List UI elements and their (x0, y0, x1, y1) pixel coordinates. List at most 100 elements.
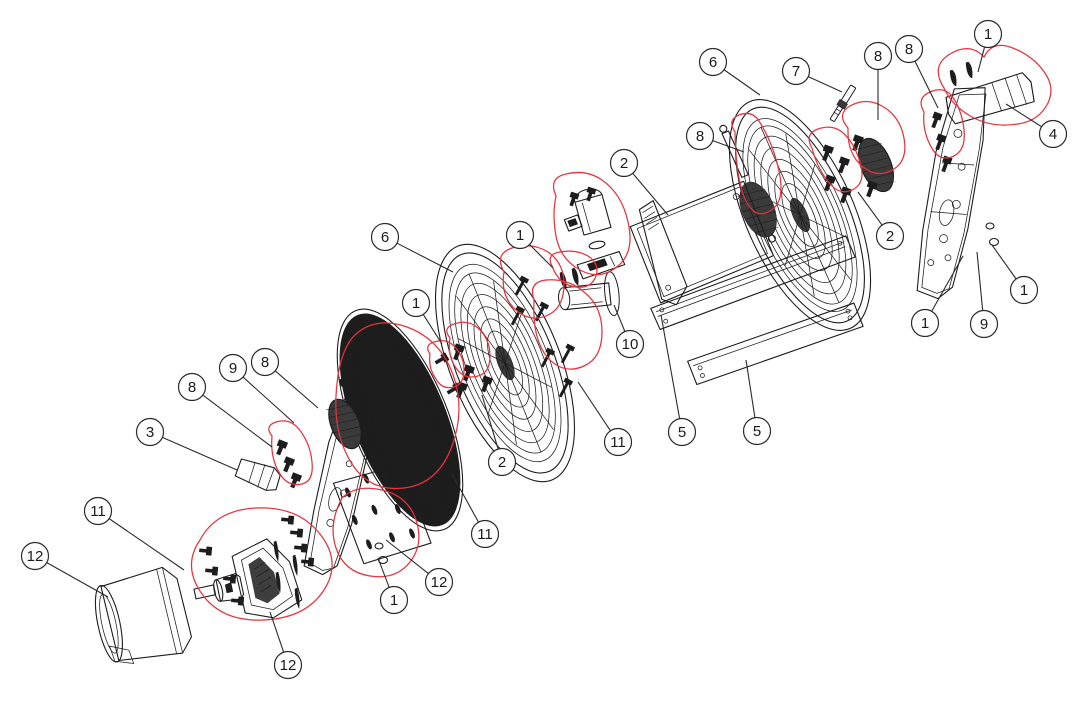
callout-number: 8 (905, 41, 913, 58)
clip-pair (949, 61, 973, 87)
callout-leader-11 (451, 473, 479, 523)
callout-bubble[interactable] (505, 220, 535, 250)
callout-leader-9 (242, 376, 295, 424)
callout-4[interactable]: 4 (1038, 119, 1068, 149)
callout-bubble[interactable] (667, 417, 697, 447)
callout-8[interactable]: 8 (250, 347, 280, 377)
callout-bubble[interactable] (470, 519, 500, 549)
callout-number: 3 (146, 424, 154, 441)
callout-bubble[interactable] (875, 221, 905, 251)
callout-leader-1 (529, 244, 554, 269)
washer (988, 237, 1000, 247)
screw-cluster-arm (276, 439, 303, 489)
callout-bubble[interactable] (370, 222, 400, 252)
callout-bubble[interactable] (218, 353, 248, 383)
callout-number: 1 (516, 227, 524, 244)
callout-number: 5 (753, 423, 761, 440)
callout-8[interactable]: 8 (894, 34, 924, 64)
callout-leader-11 (577, 381, 611, 432)
callout-7[interactable]: 7 (781, 56, 811, 86)
callout-bubble[interactable] (487, 447, 517, 477)
callout-number: 1 (412, 295, 420, 312)
callout-leader-2 (481, 394, 499, 450)
callout-bubble[interactable] (910, 308, 940, 338)
callout-1[interactable]: 1 (910, 308, 940, 338)
callout-5[interactable]: 5 (667, 417, 697, 447)
callout-leader-12 (46, 562, 109, 598)
callout-11[interactable]: 11 (83, 496, 113, 526)
callout-number: 1 (1020, 282, 1028, 299)
callout-11[interactable]: 11 (470, 519, 500, 549)
callout-1[interactable]: 1 (505, 220, 535, 250)
callout-10[interactable]: 10 (615, 329, 645, 359)
callout-bubble[interactable] (401, 288, 431, 318)
coupler (234, 458, 281, 491)
callout-bubble[interactable] (83, 496, 113, 526)
callout-1[interactable]: 1 (973, 19, 1003, 49)
center-frame-group (629, 180, 864, 386)
callout-bubble[interactable] (20, 541, 50, 571)
washer (985, 222, 995, 230)
callout-6[interactable]: 6 (698, 47, 728, 77)
callout-leader-6 (723, 69, 761, 96)
callout-bubble[interactable] (863, 41, 893, 71)
callout-number: 1 (921, 315, 929, 332)
callout-5[interactable]: 5 (742, 416, 772, 446)
callout-3[interactable]: 3 (135, 417, 165, 447)
callout-bubble[interactable] (1009, 275, 1039, 305)
callout-2[interactable]: 2 (487, 447, 517, 477)
callout-9[interactable]: 9 (218, 353, 248, 383)
screw-cluster-mid-right (822, 144, 852, 204)
callout-number: 2 (620, 155, 628, 172)
callout-12[interactable]: 12 (424, 567, 454, 597)
callout-bubble[interactable] (781, 56, 811, 86)
callout-bubble[interactable] (698, 47, 728, 77)
callout-bubble[interactable] (609, 148, 639, 178)
callout-bubble[interactable] (685, 121, 715, 151)
callout-bubble[interactable] (273, 650, 303, 680)
callout-number: 2 (498, 454, 506, 471)
callout-number: 11 (610, 434, 626, 451)
callout-number: 1 (984, 26, 992, 43)
callout-leader-8 (202, 394, 273, 448)
callout-number: 6 (709, 54, 717, 71)
callout-leader-8 (914, 60, 939, 109)
callout-bubble[interactable] (424, 567, 454, 597)
callout-bubble[interactable] (615, 329, 645, 359)
callout-2[interactable]: 2 (609, 148, 639, 178)
callout-number: 6 (381, 229, 389, 246)
callout-2[interactable]: 2 (875, 221, 905, 251)
callout-11[interactable]: 11 (603, 427, 633, 457)
callout-bubble[interactable] (177, 372, 207, 402)
callout-12[interactable]: 12 (273, 650, 303, 680)
callout-bubble[interactable] (969, 309, 999, 339)
callout-bubble[interactable] (742, 416, 772, 446)
callout-bubble[interactable] (894, 34, 924, 64)
callout-leader-5 (660, 314, 681, 419)
shaft-collar (213, 573, 245, 602)
callout-bubble[interactable] (603, 427, 633, 457)
callout-leader-8 (274, 370, 319, 409)
callout-9[interactable]: 9 (969, 309, 999, 339)
callout-leader-7 (808, 76, 843, 93)
callout-1[interactable]: 1 (401, 288, 431, 318)
callout-bubble[interactable] (379, 585, 409, 615)
callout-12[interactable]: 12 (20, 541, 50, 571)
callout-8[interactable]: 8 (177, 372, 207, 402)
callout-8[interactable]: 8 (863, 41, 893, 71)
callout-1[interactable]: 1 (379, 585, 409, 615)
callout-leader-9 (976, 251, 984, 311)
callout-bubble[interactable] (973, 19, 1003, 49)
callout-6[interactable]: 6 (370, 222, 400, 252)
callout-bubble[interactable] (135, 417, 165, 447)
callout-leader-1 (991, 244, 1017, 280)
callout-8[interactable]: 8 (685, 121, 715, 151)
battery-pack (945, 72, 1035, 125)
callout-leader-6 (396, 242, 454, 273)
callout-1[interactable]: 1 (1009, 275, 1039, 305)
callout-bubble[interactable] (1038, 119, 1068, 149)
motor-can (94, 566, 245, 664)
callout-bubble[interactable] (250, 347, 280, 377)
